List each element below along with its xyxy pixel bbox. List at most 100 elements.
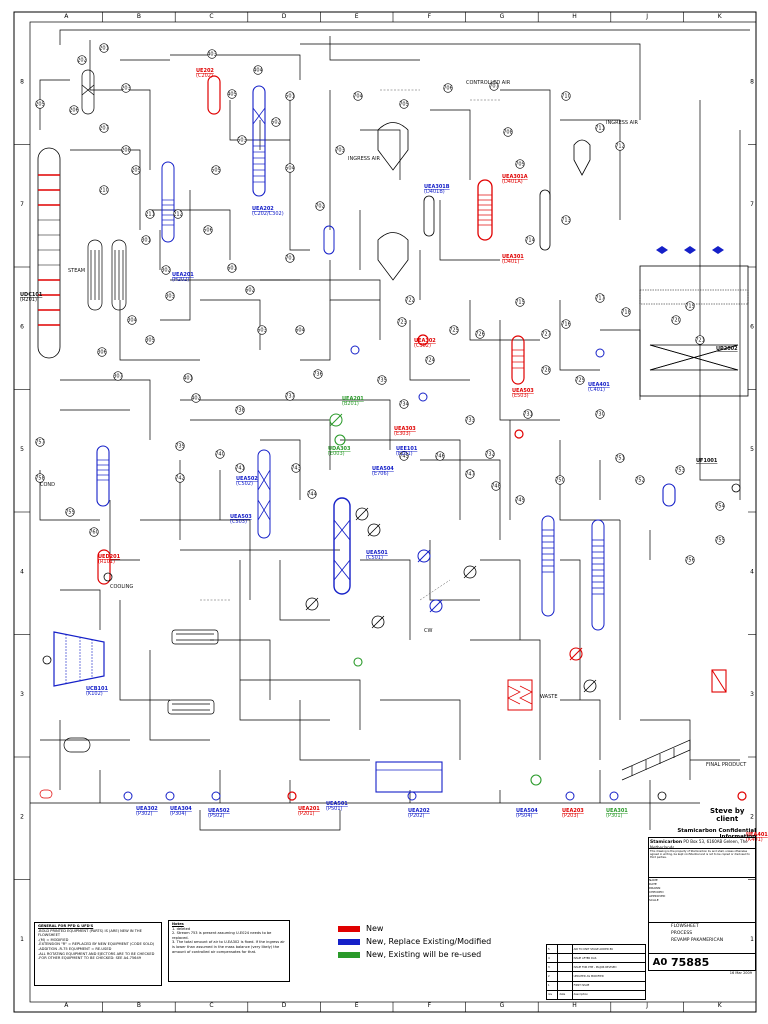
stream-bubble xyxy=(211,165,221,175)
stream-bubble xyxy=(515,297,525,307)
stream-number: 751 xyxy=(615,455,625,461)
equipment-tag: UEA203 xyxy=(562,808,584,814)
note-line: amount of controlled air compensates for… xyxy=(172,949,257,954)
steve-by-client-note: Steve by client xyxy=(710,807,744,823)
stream-number: 719 xyxy=(685,303,695,309)
stream-bubble xyxy=(377,375,387,385)
stream-bubble xyxy=(399,399,409,409)
stream-number: 713 xyxy=(561,217,571,223)
stream-number: 731 xyxy=(523,411,533,417)
stream-number: 759 xyxy=(65,509,75,515)
equipment-tag: UED201 xyxy=(98,554,121,560)
company-row: Stamicarbon PO Box 53, 6160AB Geleen, Th… xyxy=(648,837,756,850)
stream-bubble xyxy=(285,91,295,101)
equipment-tag: UDA303 xyxy=(328,446,351,452)
note-line: is lower than assumed in the mass balanc… xyxy=(172,944,280,949)
equipment-code: (P202) xyxy=(408,813,425,819)
stream-number: 505 xyxy=(211,167,221,173)
stream-bubble xyxy=(215,449,225,459)
conveyor xyxy=(621,739,691,781)
equipment-tags: UDC101(R201)UE202(C202)UEA202(C202/C302)… xyxy=(20,68,768,843)
legend-row-reuse: New, Existing will be re-used xyxy=(338,948,538,961)
stream-bubble xyxy=(35,437,45,447)
stream-bubble xyxy=(397,317,407,327)
stream-bubble xyxy=(465,415,475,425)
equipment-tag: UEA401 xyxy=(746,832,768,838)
equipment-code: (E706) xyxy=(372,471,389,477)
vessel-red-r101 xyxy=(97,549,111,585)
legend-swatch-blue xyxy=(338,938,360,945)
equipment-code: (P201) xyxy=(298,811,315,817)
zone-column-label: D xyxy=(282,13,287,20)
stream-number: 206 xyxy=(69,107,79,113)
note-line: 2. Stream 753 is present assuming U-E024… xyxy=(172,931,272,940)
stream-number: 757 xyxy=(35,439,45,445)
stream-number: 746 xyxy=(435,453,445,459)
stream-number: 402 xyxy=(191,395,201,401)
stream-number: 721 xyxy=(695,337,705,343)
drawing-title-line: FLOWSHEET xyxy=(671,924,699,929)
stream-bubble xyxy=(525,235,535,245)
stream-number: 705 xyxy=(399,101,409,107)
stream-label: FINAL PRODUCT xyxy=(706,762,747,768)
stream-number: 745 xyxy=(399,453,409,459)
stream-number: 739 xyxy=(175,443,185,449)
vessel-c202 xyxy=(207,75,221,115)
legend-label: New, Existing will be re-used xyxy=(366,950,482,959)
stream-bubble xyxy=(245,285,255,295)
stream-bubble xyxy=(203,225,213,235)
equipment-code: (C401) xyxy=(588,387,605,393)
revision-cell-date xyxy=(557,980,573,991)
stream-bubble xyxy=(35,99,45,109)
equipment-tag: UEA504 xyxy=(372,466,394,472)
stream-bubble xyxy=(595,293,605,303)
stream-number: 747 xyxy=(465,471,475,477)
vessels-lower-left xyxy=(39,737,91,799)
stream-bubble xyxy=(173,209,183,219)
stream-bubble xyxy=(621,307,631,317)
equipment-code: (E303) xyxy=(394,431,411,437)
zone-column-label: C xyxy=(209,1002,213,1009)
grid-label: SCALE xyxy=(649,898,659,902)
equipment-tag: UEA503 xyxy=(512,388,534,394)
stream-number: 756 xyxy=(685,557,695,563)
stream-bubble xyxy=(235,405,245,415)
equipment-code: (P302) xyxy=(136,811,153,817)
stream-number: 724 xyxy=(425,357,435,363)
legend-label: New xyxy=(366,924,384,933)
stream-bubble xyxy=(541,329,551,339)
stream-bubble xyxy=(485,449,495,459)
stream-number: 737 xyxy=(285,393,295,399)
general-notes-box: GENERAL FOR PFD & UFD'S -BOLD PRINTED EQ… xyxy=(34,922,162,986)
revision-cell-desc: AIR TO UNIT STAGE ADDED 86 xyxy=(571,943,647,955)
stream-bubble xyxy=(89,527,99,537)
equipment-code: (R101) xyxy=(98,559,115,565)
equipment-tag: UEA501 xyxy=(366,550,388,556)
zone-column-label: A xyxy=(64,1002,69,1009)
stream-bubble xyxy=(295,325,305,335)
zone-column-label: A xyxy=(64,13,69,20)
zone-column-label: H xyxy=(572,13,577,20)
stream-number: 304 xyxy=(127,317,137,323)
stream-bubble xyxy=(399,451,409,461)
equipment-code: (P304) xyxy=(170,811,187,817)
stream-label: INGRESS AIR xyxy=(606,120,639,126)
equipment-tag: UEE101 xyxy=(396,446,418,452)
zone-row-label: 6 xyxy=(750,323,754,330)
stream-bubble xyxy=(235,463,245,473)
stream-number: 734 xyxy=(399,401,409,407)
zone-row-label: 2 xyxy=(20,813,24,820)
stream-number: 718 xyxy=(621,309,631,315)
stream-number: 730 xyxy=(595,411,605,417)
legend-label: New, Replace Existing/Modified xyxy=(366,937,492,946)
stream-number: 202 xyxy=(77,57,87,63)
zone-row-label: 8 xyxy=(20,78,24,85)
stream-bubble xyxy=(555,475,565,485)
outer-frame xyxy=(13,11,757,1013)
stream-bubble xyxy=(285,163,295,173)
stream-bubble xyxy=(489,81,499,91)
stream-bubble xyxy=(353,91,363,101)
general-note-line: -ALL ROTATING EQUIPMENT AND EJECTORS ARE… xyxy=(38,951,155,956)
